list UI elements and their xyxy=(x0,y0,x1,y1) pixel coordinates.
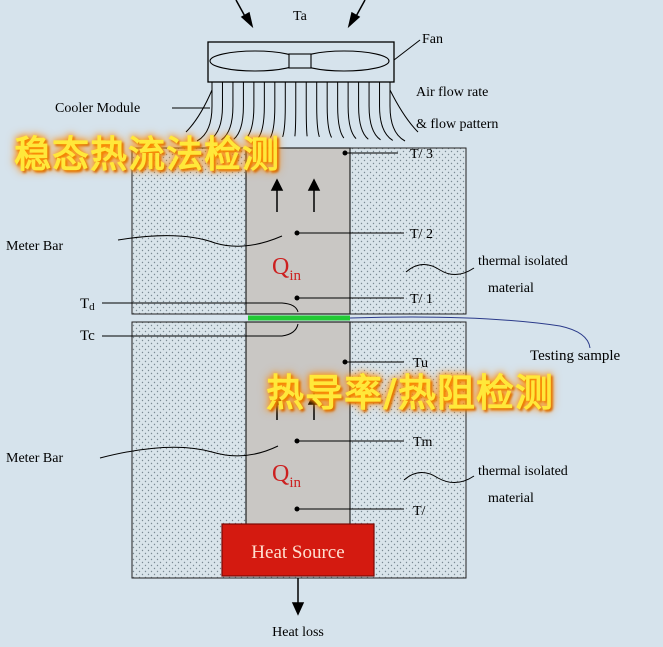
probe-t1 xyxy=(294,295,404,301)
probe-tl-label: T/ xyxy=(413,504,426,519)
heat-loss-label: Heat loss xyxy=(272,625,324,640)
cooler-fin xyxy=(294,82,297,137)
probe-tu xyxy=(342,359,404,365)
probe-t3-label: T/ 3 xyxy=(410,147,433,162)
overlay-title-conductivity: 热导率/热阻检测 xyxy=(266,371,554,415)
heat-source-block xyxy=(221,523,375,577)
cooler-fin xyxy=(208,82,223,141)
airflow-label-line1: Air flow rate xyxy=(416,85,488,100)
probe-tl xyxy=(294,506,404,512)
tc-leader xyxy=(102,323,299,337)
cooler-fin xyxy=(257,82,265,139)
cooler-fin xyxy=(305,82,308,137)
cooler-fin xyxy=(389,82,406,142)
meter-bar-top-leader xyxy=(117,235,283,247)
fan-leader-line xyxy=(393,39,421,61)
fan-housing xyxy=(207,41,395,83)
airflow-right xyxy=(389,89,419,133)
probe-tm xyxy=(294,438,404,444)
ambient-arrows xyxy=(235,0,366,29)
insulation-top-leader xyxy=(405,264,475,275)
cooler-fin xyxy=(326,82,333,138)
airflow-left xyxy=(185,89,213,133)
meter-bar-bottom-leader xyxy=(99,445,279,459)
overlay-title-steady-state: 稳态热流法检测 xyxy=(14,133,280,176)
probe-t2 xyxy=(294,230,404,236)
cooler-fin xyxy=(245,82,255,139)
ambient-temp-label: Ta xyxy=(293,9,308,24)
probe-t1-label: T/ 1 xyxy=(410,292,433,307)
cooler-fin xyxy=(358,82,369,140)
cooler-fin xyxy=(282,82,286,138)
testing-sample-label: Testing sample xyxy=(530,348,621,364)
cooler-fins xyxy=(185,82,419,142)
cooler-fin xyxy=(379,82,394,141)
airflow-label-line2: & flow pattern xyxy=(416,117,498,132)
heat-flux-top: Qin xyxy=(272,254,302,284)
insulation-bottom-label-line2: material xyxy=(488,491,534,506)
cooler-fin xyxy=(233,82,244,140)
cooler-fin xyxy=(196,82,213,142)
heat-flow-arrows-bottom xyxy=(270,392,321,420)
insulation-top-label-line1: thermal isolated xyxy=(478,254,568,269)
fan-label: Fan xyxy=(422,32,443,47)
insulation-top-label-line2: material xyxy=(488,281,534,296)
td-leader xyxy=(102,302,299,313)
probe-t3 xyxy=(342,150,398,156)
insulation-bottom-label-line1: thermal isolated xyxy=(478,464,568,479)
meter-bar-bottom-label: Meter Bar xyxy=(6,451,63,466)
meter-bar-top-label: Meter Bar xyxy=(6,239,63,254)
tc-label: Tc xyxy=(80,328,95,344)
heat-flow-arrows-top xyxy=(270,178,321,212)
probe-tm-label: Tm xyxy=(413,435,433,450)
cooler-fin xyxy=(221,82,234,141)
heat-loss-arrow xyxy=(291,578,305,616)
heat-flux-bottom: Qin xyxy=(272,461,302,491)
heat-source-label: Heat Source xyxy=(251,542,344,563)
cooler-fin xyxy=(337,82,345,139)
probe-tu-label: Tu xyxy=(413,356,428,371)
meter-bar-bottom xyxy=(245,321,351,527)
cooler-module-label: Cooler Module xyxy=(55,101,140,116)
cooler-fin xyxy=(269,82,276,138)
td-label: Td xyxy=(80,296,95,313)
cooler-fin xyxy=(368,82,381,141)
probe-t2-label: T/ 2 xyxy=(410,227,433,242)
cooler-fin xyxy=(316,82,320,138)
testing-sample-leader xyxy=(349,316,591,349)
cooler-fin xyxy=(347,82,357,139)
insulation-bottom-leader xyxy=(403,472,475,483)
